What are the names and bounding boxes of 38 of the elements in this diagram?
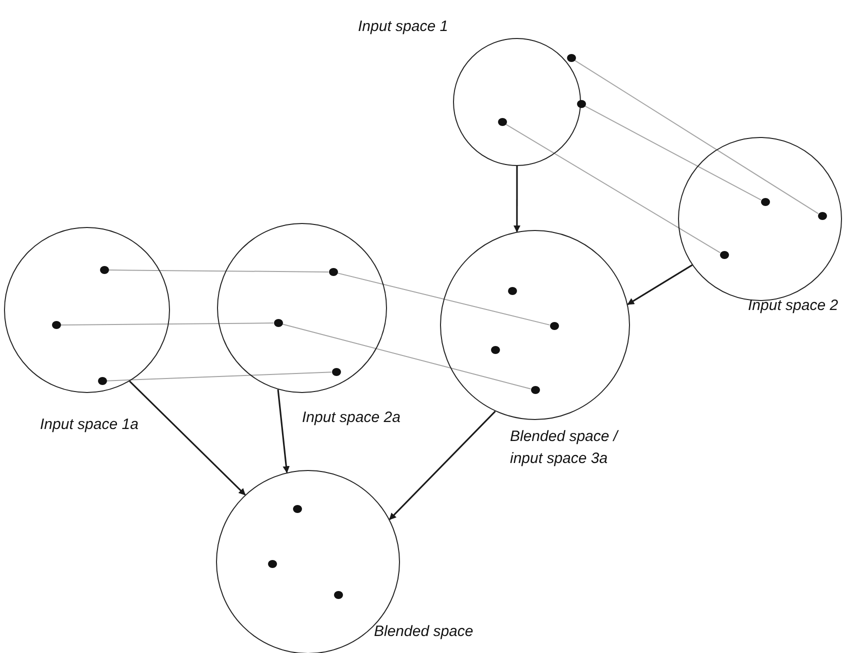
- mapping-line: [584, 106, 762, 200]
- arrow: [627, 264, 693, 306]
- arrow: [513, 166, 520, 232]
- point-dot: [98, 377, 106, 385]
- space-label: Blended space: [374, 622, 474, 642]
- point-dot: [530, 386, 540, 394]
- point-dot: [268, 560, 276, 568]
- point-dot: [490, 346, 500, 354]
- point-dot: [334, 591, 342, 599]
- arrow: [389, 410, 496, 520]
- point-dot: [720, 251, 728, 259]
- point-dot: [328, 268, 338, 276]
- space-label: Blended space / input space 3a: [510, 427, 620, 469]
- point-dot: [550, 322, 558, 330]
- arrow: [277, 389, 290, 474]
- arrow: [129, 380, 246, 496]
- space-label: Input space 2: [748, 296, 840, 316]
- point-dot: [566, 54, 576, 62]
- point-dot: [508, 287, 516, 295]
- space-label: Input space 1a: [40, 415, 140, 435]
- mapping-line: [108, 270, 329, 272]
- point-dot: [100, 266, 108, 274]
- point-dot: [292, 505, 302, 513]
- mapping-line: [336, 272, 550, 326]
- point-dot: [498, 118, 506, 126]
- mapping-line: [282, 324, 532, 390]
- mapping-line: [60, 322, 274, 326]
- mapping-line: [106, 372, 332, 382]
- space-label: Input space 1: [358, 17, 450, 37]
- mapping-line: [574, 60, 819, 214]
- point-dot: [52, 321, 60, 329]
- point-dot: [818, 212, 826, 220]
- space-label: Input space 2a: [302, 408, 402, 428]
- point-dot: [760, 198, 770, 206]
- point-dot: [332, 368, 340, 376]
- point-dot: [576, 100, 586, 108]
- mapping-line: [505, 124, 721, 254]
- point-dot: [274, 319, 282, 327]
